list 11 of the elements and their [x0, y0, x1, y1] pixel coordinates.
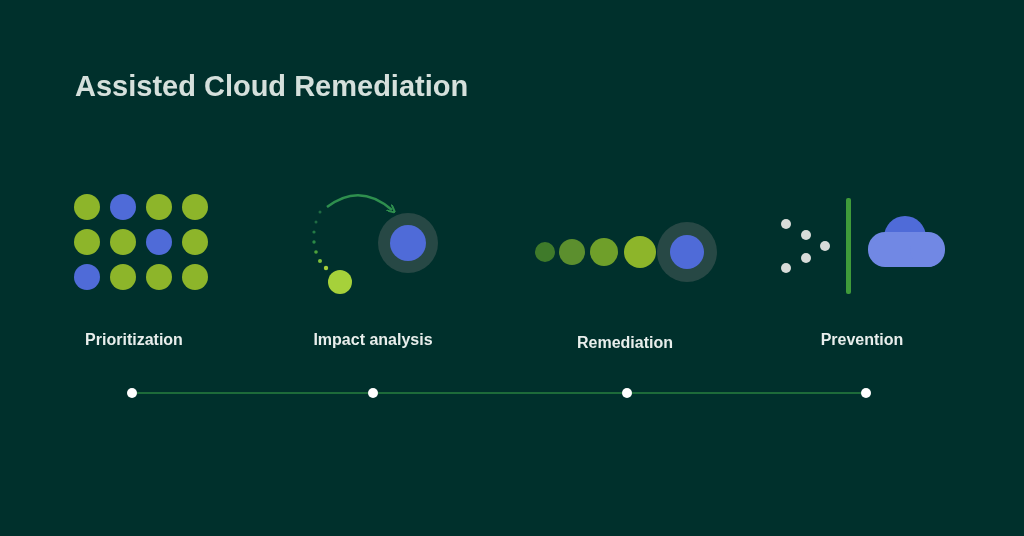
timeline-dot [622, 388, 632, 398]
timeline-dot [861, 388, 871, 398]
timeline-line [631, 392, 862, 394]
step-label: Prioritization [85, 331, 183, 349]
timeline-dot [368, 388, 378, 398]
title: Assisted Cloud Remediation [75, 70, 469, 103]
timeline-line [136, 392, 369, 394]
step-label: Prevention [820, 331, 904, 349]
step-label: Remediation [577, 334, 673, 352]
timeline-dot [127, 388, 137, 398]
timeline-line [377, 392, 623, 394]
